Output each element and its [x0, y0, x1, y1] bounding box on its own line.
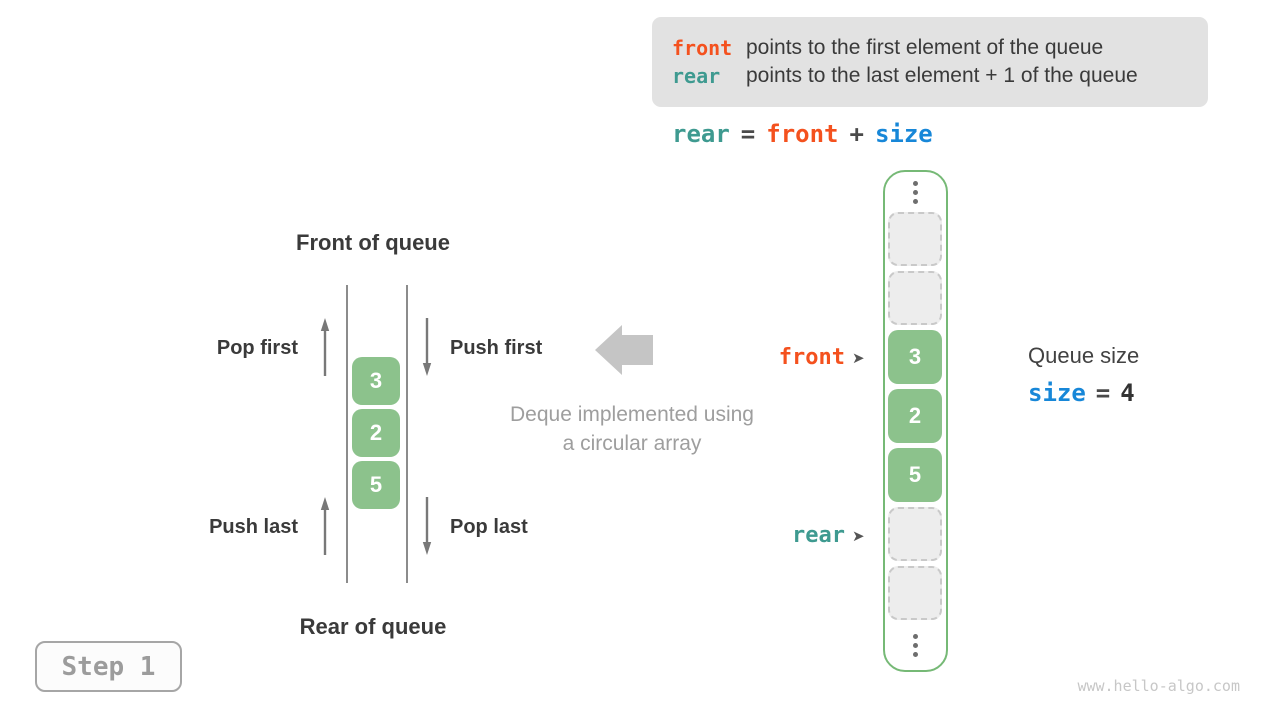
formula-equals: = — [740, 120, 756, 148]
formula-plus: + — [849, 120, 864, 148]
push-last-label: Push last — [209, 516, 298, 538]
array-cell-filled: 2 — [888, 389, 942, 443]
caption-line1: Deque implemented using — [510, 403, 754, 426]
pop-first-label: Pop first — [216, 337, 298, 359]
legend-rear-term: rear — [672, 64, 721, 88]
array-cell-empty — [888, 507, 942, 561]
array-cell-filled: 5 — [888, 448, 942, 502]
step-badge: Step 1 — [35, 641, 182, 692]
arrow-up-push-last-icon — [320, 497, 330, 555]
front-pointer-label: front — [778, 345, 845, 370]
caption-line2: a circular array — [562, 432, 702, 455]
queue-size-equation: size = 4 — [1028, 379, 1135, 407]
legend-row-front: front points to the first element of the… — [672, 36, 1208, 60]
legend-front-desc: points to the first element of the queue — [746, 36, 1104, 59]
ellipsis-bottom-icon — [913, 634, 918, 657]
arrow-down-push-first-icon — [422, 318, 432, 376]
size-var: size — [1028, 379, 1086, 407]
deque-element: 3 — [352, 357, 400, 405]
rear-pointer-arrow-icon: ➤ — [852, 528, 865, 545]
legend-box: front points to the first element of the… — [652, 17, 1208, 107]
formula-rear-front-size: rear = front + size — [672, 120, 933, 148]
front-pointer-arrow-icon: ➤ — [852, 350, 865, 367]
queue-size-title: Queue size — [1028, 343, 1140, 368]
ellipsis-top-icon — [913, 181, 918, 204]
array-cell-empty — [888, 212, 942, 266]
legend-front-term: front — [672, 36, 733, 60]
watermark: www.hello-algo.com — [1077, 677, 1240, 695]
caption: Deque implemented using a circular array — [457, 400, 807, 458]
formula-rear: rear — [672, 120, 730, 148]
array-cell-filled: 3 — [888, 330, 942, 384]
formula-front: front — [766, 120, 839, 148]
formula-size: size — [874, 120, 933, 148]
size-equals: = — [1095, 379, 1111, 407]
front-of-queue-label: Front of queue — [296, 230, 450, 255]
rear-of-queue-label: Rear of queue — [299, 614, 447, 639]
big-left-arrow-icon — [595, 325, 653, 375]
queue-wall-left — [346, 285, 348, 583]
array-cell-empty — [888, 566, 942, 620]
size-value: 4 — [1120, 379, 1135, 407]
rear-pointer-label: rear — [792, 523, 845, 548]
push-first-label: Push first — [450, 337, 543, 359]
deque-element: 2 — [352, 409, 400, 457]
arrow-up-pop-first-icon — [320, 318, 330, 376]
legend-rear-desc: points to the last element + 1 of the qu… — [746, 64, 1138, 87]
array-cell-empty — [888, 271, 942, 325]
queue-wall-right — [406, 285, 408, 583]
deque-element: 5 — [352, 461, 400, 509]
arrow-down-pop-last-icon — [422, 497, 432, 555]
pop-last-label: Pop last — [450, 516, 528, 538]
legend-row-rear: rear points to the last element + 1 of t… — [672, 64, 1208, 88]
